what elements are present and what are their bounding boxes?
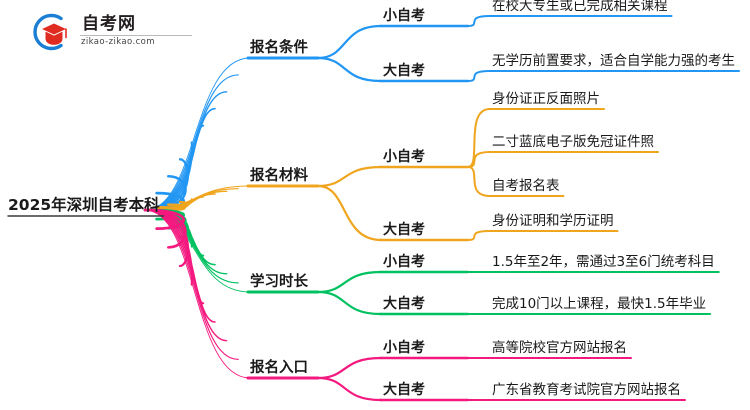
connector-line bbox=[316, 270, 383, 294]
sub-label-0-0[interactable]: 小自考 bbox=[383, 8, 425, 24]
connector-line bbox=[467, 70, 491, 82]
connector-line bbox=[316, 165, 383, 188]
sub-label-2-0[interactable]: 小自考 bbox=[383, 254, 425, 270]
connector-line bbox=[467, 166, 491, 197]
leaf-label-0-0-0[interactable]: 在校大专生或已完成相关课程 bbox=[492, 0, 668, 14]
connector-line bbox=[144, 209, 251, 379]
branch-label-1[interactable]: 报名材料 bbox=[250, 167, 308, 184]
branch-label-0[interactable]: 报名条件 bbox=[250, 39, 308, 56]
sub-label-1-1[interactable]: 大自考 bbox=[383, 222, 425, 238]
connector-line bbox=[316, 376, 383, 402]
connector-line bbox=[143, 208, 185, 231]
leaf-label-3-1-0[interactable]: 广东省教育考试院官方网站报名 bbox=[492, 381, 681, 398]
connector-line bbox=[467, 108, 491, 168]
root-label[interactable]: 2025年深圳自考本科 bbox=[8, 195, 160, 214]
sub-label-3-0[interactable]: 小自考 bbox=[383, 340, 425, 356]
logo-divider bbox=[80, 35, 192, 36]
logo-mark-icon bbox=[33, 13, 67, 51]
branch-label-2[interactable]: 学习时长 bbox=[250, 273, 308, 290]
connector-line bbox=[144, 57, 251, 211]
logo-text-block: 自考网 zikao-zikao.com bbox=[80, 14, 192, 48]
leaf-label-3-0-0[interactable]: 高等院校官方网站报名 bbox=[492, 339, 627, 356]
sub-label-2-1[interactable]: 大自考 bbox=[383, 296, 425, 312]
logo-domain: zikao-zikao.com bbox=[81, 37, 155, 47]
leaf-label-1-1-0[interactable]: 身份证明和学历证明 bbox=[492, 212, 614, 229]
sub-label-1-0[interactable]: 小自考 bbox=[383, 149, 425, 165]
leaf-label-2-1-0[interactable]: 完成10门以上课程，最快1.5年毕业 bbox=[492, 295, 707, 312]
leaf-label-2-0-0[interactable]: 1.5年至2年，需通过3至6门统考科目 bbox=[492, 253, 715, 270]
branch-label-3[interactable]: 报名入口 bbox=[250, 359, 308, 376]
connector-line bbox=[467, 15, 491, 27]
sub-label-0-1[interactable]: 大自考 bbox=[383, 63, 425, 79]
connector-line bbox=[316, 24, 383, 60]
sub-label-3-1[interactable]: 大自考 bbox=[383, 382, 425, 398]
site-logo: 自考网 zikao-zikao.com bbox=[30, 12, 192, 54]
logo-title: 自考网 bbox=[82, 14, 136, 34]
connector-line bbox=[316, 184, 383, 242]
connector-line bbox=[467, 230, 491, 241]
connector-line bbox=[316, 356, 383, 380]
leaf-label-1-0-1[interactable]: 二寸蓝底电子版免冠证件照 bbox=[492, 133, 654, 150]
connector-line bbox=[316, 56, 383, 83]
leaf-label-0-1-0[interactable]: 无学历前置要求，适合自学能力强的考生 bbox=[492, 52, 735, 69]
leaf-label-1-0-0[interactable]: 身份证正反面照片 bbox=[492, 90, 600, 107]
connector-line bbox=[316, 290, 383, 316]
leaf-label-1-0-2[interactable]: 自考报名表 bbox=[492, 177, 560, 194]
